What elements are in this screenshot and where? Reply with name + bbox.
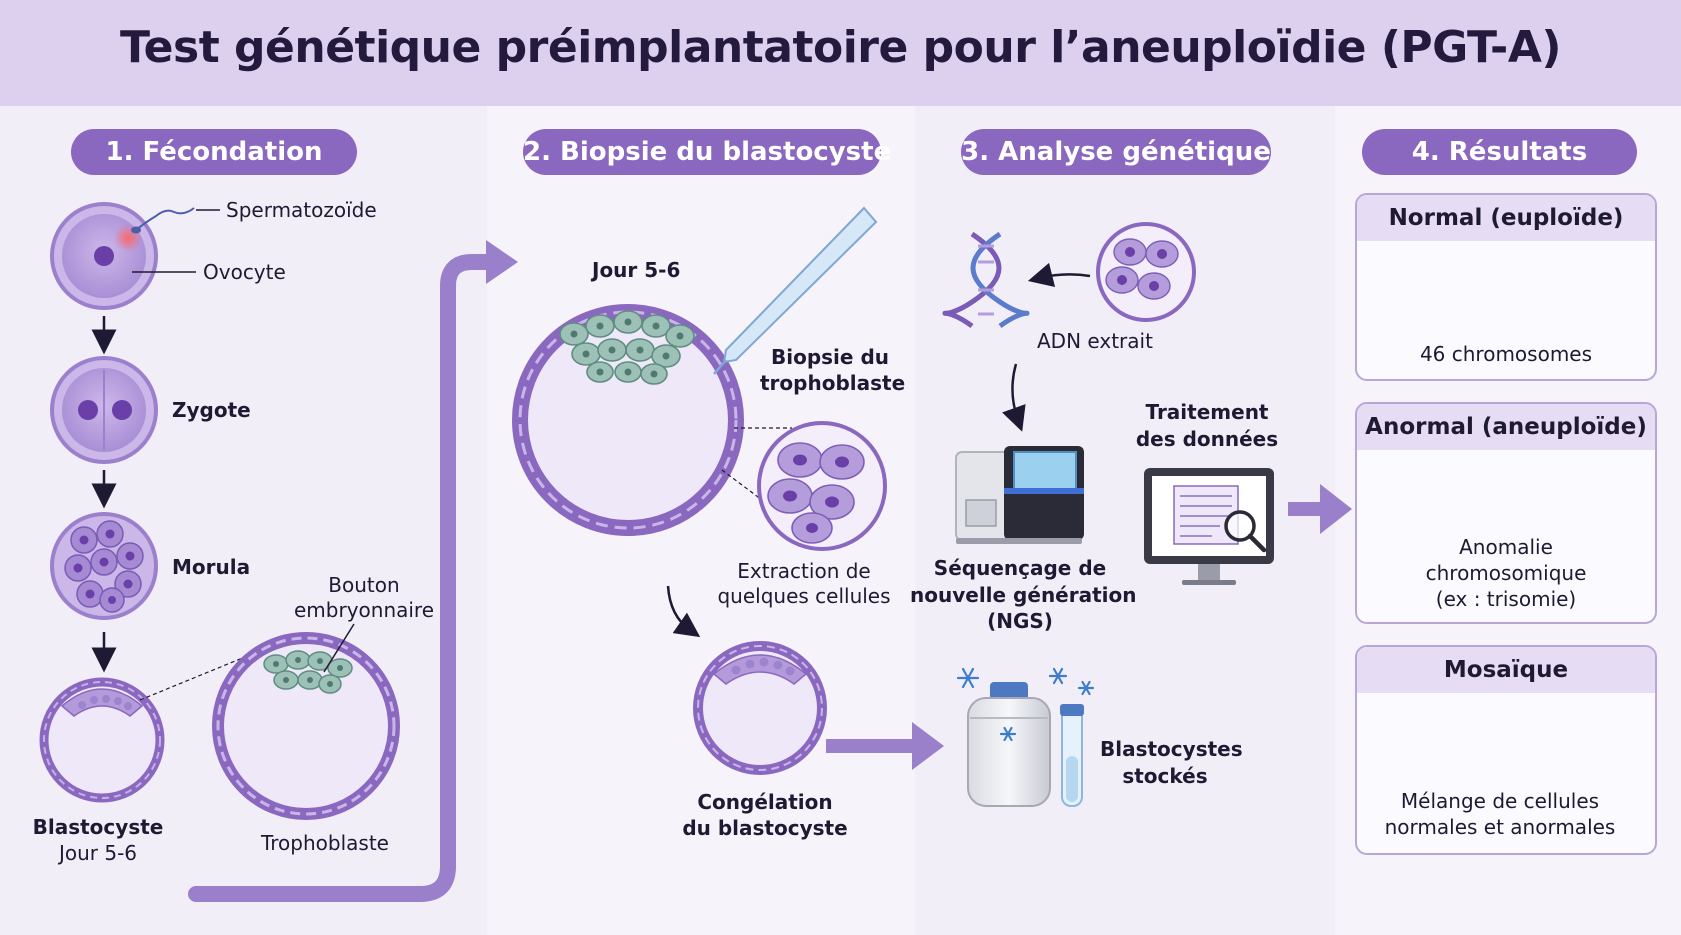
magnifier-icon bbox=[1224, 510, 1267, 553]
label-biopsie-jour: Jour 5-6 bbox=[592, 258, 681, 282]
result-anormal-line2: chromosomique bbox=[1425, 561, 1587, 585]
curved-arrow-to-freezing bbox=[666, 585, 701, 638]
label-congelation-line1: Congélation bbox=[697, 790, 833, 814]
label-bouton-line1: Bouton bbox=[328, 573, 400, 597]
result-mosaique-line2: normales et anormales bbox=[1384, 815, 1616, 839]
label-stockes-line2: stockés bbox=[1122, 764, 1208, 788]
test-tube-icon bbox=[1060, 704, 1084, 807]
label-zygote: Zygote bbox=[172, 398, 251, 422]
result-normal-title: Normal (euploïde) bbox=[1357, 195, 1655, 241]
arrow-cells-to-dna bbox=[1027, 262, 1091, 288]
morula-illustration bbox=[50, 512, 158, 620]
result-mosaique-title: Mosaïque bbox=[1357, 647, 1655, 693]
sequencer-icon bbox=[955, 446, 1084, 544]
step-pill-analyse: 3. Analyse génétique bbox=[961, 129, 1271, 175]
result-anormal-line1: Anomalie bbox=[1459, 535, 1553, 559]
zygote-illustration bbox=[50, 356, 158, 464]
label-adn-extrait: ADN extrait bbox=[1037, 329, 1153, 353]
result-box-normal: Normal (euploïde) bbox=[1355, 193, 1657, 381]
label-extraction-line2: quelques cellules bbox=[717, 584, 891, 608]
label-traitement-line1: Traitement bbox=[1145, 400, 1269, 424]
result-box-mosaique: Mosaïque bbox=[1355, 645, 1657, 855]
label-congelation-line2: du blastocyste bbox=[682, 816, 848, 840]
result-anormal-line3: (ex : trisomie) bbox=[1435, 587, 1577, 611]
label-traitement-line2: des données bbox=[1135, 427, 1279, 451]
title-bar bbox=[0, 0, 1681, 106]
step-pill-resultats: 4. Résultats bbox=[1362, 129, 1637, 175]
result-anormal-title: Anormal (aneuploïde) bbox=[1357, 404, 1655, 450]
pipette-icon bbox=[713, 206, 878, 375]
label-stockes-line1: Blastocystes bbox=[1100, 737, 1243, 761]
extracted-cells-illustration bbox=[721, 421, 887, 551]
page-title: Test génétique préimplantatoire pour l’a… bbox=[120, 22, 1561, 73]
label-biopsie-line2: trophoblaste bbox=[760, 371, 906, 395]
label-extraction-line1: Extraction de bbox=[737, 559, 871, 583]
step-pill-fecondation: 1. Fécondation bbox=[71, 129, 357, 175]
label-spermatozoide: Spermatozoïde bbox=[226, 198, 377, 222]
label-biopsie-line1: Biopsie du bbox=[771, 345, 889, 369]
result-box-anormal: Anormal (aneuploïde) bbox=[1355, 402, 1657, 624]
large-blastocyst-illustration bbox=[212, 623, 400, 820]
result-normal-text: 46 chromosomes bbox=[1419, 342, 1593, 366]
small-blastocyst-illustration bbox=[39, 649, 263, 803]
label-blastocyste: Blastocyste bbox=[32, 815, 164, 839]
snowflake-icon bbox=[956, 667, 1095, 742]
arrow-to-storage bbox=[826, 722, 944, 770]
label-ovocyte: Ovocyte bbox=[203, 260, 286, 284]
label-ngs-line1: Séquençage de bbox=[933, 556, 1107, 580]
arrow-dna-to-ngs bbox=[1002, 363, 1026, 432]
label-ngs-line3: (NGS) bbox=[987, 609, 1053, 633]
ovocyte-illustration bbox=[50, 202, 220, 310]
cryo-tank-icon bbox=[967, 682, 1051, 807]
label-bouton-line2: embryonnaire bbox=[293, 598, 435, 622]
label-blastocyste-jour: Jour 5-6 bbox=[58, 841, 138, 865]
dna-icon bbox=[942, 231, 1030, 329]
frozen-blastocyst-illustration bbox=[693, 641, 827, 775]
arrow-to-results bbox=[1288, 484, 1352, 534]
label-trophoblaste: Trophoblaste bbox=[261, 831, 389, 855]
cells-sample-illustration bbox=[1096, 222, 1196, 322]
biopsy-blastocyst-illustration bbox=[512, 304, 744, 536]
label-ngs-line2: nouvelle génération bbox=[910, 583, 1137, 607]
label-morula: Morula bbox=[172, 555, 251, 579]
step-pill-biopsie: 2. Biopsie du blastocyste bbox=[523, 129, 891, 175]
column1-to-column2-connector bbox=[188, 240, 518, 902]
result-mosaique-line1: Mélange de cellules bbox=[1400, 789, 1600, 813]
